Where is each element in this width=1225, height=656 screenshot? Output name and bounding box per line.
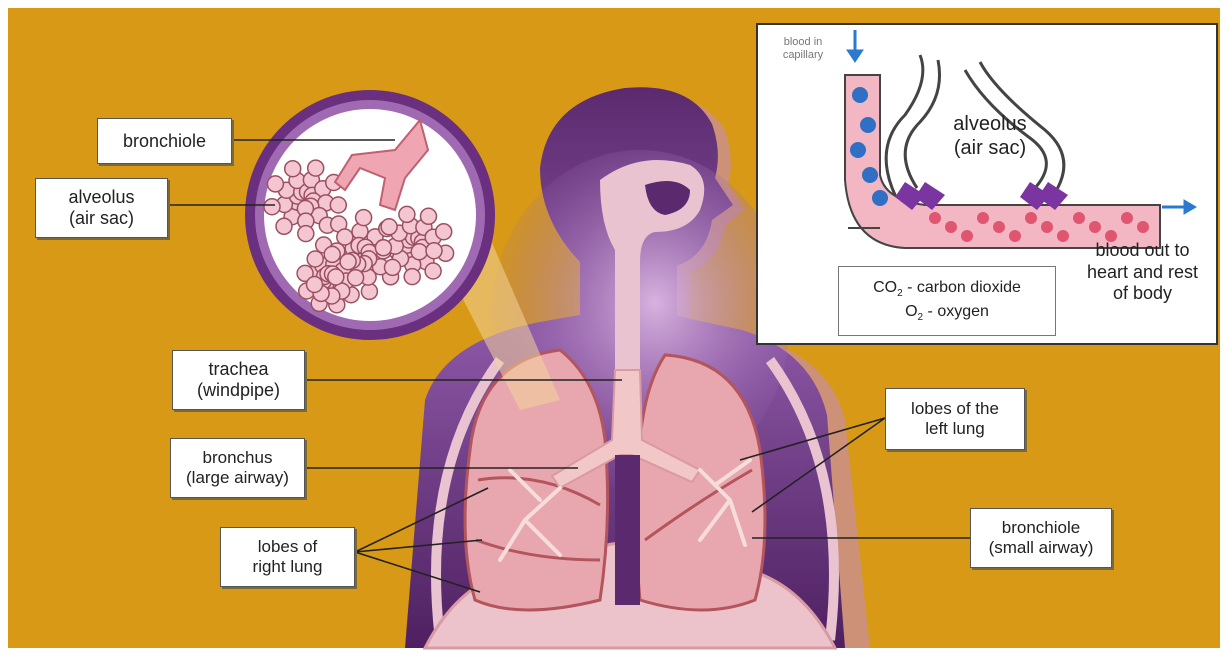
o2-description: - oxygen	[923, 303, 989, 320]
oxygenated-blood-cell	[1041, 221, 1053, 233]
inset-line: of body	[1070, 283, 1215, 305]
oxygenated-blood-cell	[1057, 230, 1069, 242]
inset-line: alveolus	[935, 112, 1045, 136]
inset-alveolus-label: alveolus (air sac)	[935, 112, 1045, 160]
oxygenated-blood-cell	[993, 221, 1005, 233]
label-text: bronchiole	[123, 131, 206, 152]
inset-line: blood in	[768, 36, 838, 49]
alveolus-sac	[411, 244, 427, 260]
alveolus-sac	[328, 269, 344, 285]
deoxygenated-blood-cell	[860, 117, 876, 133]
alveolus-sac	[307, 277, 323, 293]
alveolus-sac	[399, 206, 415, 222]
legend-o2: O2 - oxygen	[905, 301, 989, 325]
inset-line: heart and rest	[1070, 262, 1215, 284]
alveolus-sac	[421, 208, 437, 224]
label-line: (air sac)	[69, 208, 134, 229]
alveolus-sac	[337, 229, 353, 245]
alveolus-sac	[348, 270, 364, 286]
alveolus-sac	[324, 246, 340, 262]
label-line: bronchus	[203, 448, 273, 468]
heart-notch	[615, 455, 640, 605]
alveolus-sac	[285, 161, 301, 177]
inset-line: capillary	[768, 49, 838, 62]
alveolus-sac	[267, 176, 283, 192]
inset-blood-in-label: blood in capillary	[768, 36, 838, 62]
label-line: (windpipe)	[197, 380, 280, 401]
label-bronchus: bronchus (large airway)	[170, 438, 305, 498]
label-bronchiole-right: bronchiole (small airway)	[970, 508, 1112, 568]
inset-line: (air sac)	[935, 136, 1045, 160]
alveolus-sac	[356, 210, 372, 226]
oxygenated-blood-cell	[977, 212, 989, 224]
label-line: (small airway)	[989, 538, 1094, 558]
alveolus-sac	[375, 240, 391, 256]
alveolus-sac	[361, 283, 377, 299]
alveolus-sac	[385, 259, 401, 275]
label-line: alveolus	[68, 187, 134, 208]
oxygenated-blood-cell	[1121, 212, 1133, 224]
alveolus-sac	[426, 243, 442, 259]
label-lobes-right-lung: lobes of right lung	[220, 527, 355, 587]
alveolus-sac	[308, 160, 324, 176]
label-line: trachea	[208, 359, 268, 380]
deoxygenated-blood-cell	[872, 190, 888, 206]
oxygenated-blood-cell	[1025, 212, 1037, 224]
label-alveolus: alveolus (air sac)	[35, 178, 168, 238]
alveolus-sac	[264, 199, 280, 215]
alveolus-sac	[425, 263, 441, 279]
oxygenated-blood-cell	[1089, 221, 1101, 233]
alveolus-sac	[436, 224, 452, 240]
inset-blood-out-label: blood out to heart and rest of body	[1070, 240, 1215, 305]
oxygenated-blood-cell	[1137, 221, 1149, 233]
label-bronchiole-top: bronchiole	[97, 118, 232, 164]
label-line: left lung	[925, 419, 985, 439]
alveolus-sac	[381, 219, 397, 235]
label-trachea: trachea (windpipe)	[172, 350, 305, 410]
gas-legend-box: CO2 - carbon dioxide O2 - oxygen	[838, 266, 1056, 336]
label-line: lobes of the	[911, 399, 999, 419]
label-line: right lung	[253, 557, 323, 577]
alveolus-sac	[404, 269, 420, 285]
o2-formula: O	[905, 303, 917, 320]
oxygenated-blood-cell	[961, 230, 973, 242]
label-line: lobes of	[258, 537, 318, 557]
label-line: (large airway)	[186, 468, 289, 488]
alveolus-sac	[340, 254, 356, 270]
co2-formula: CO	[873, 279, 897, 296]
alveolus-sac	[276, 218, 292, 234]
co2-description: - carbon dioxide	[903, 279, 1021, 296]
label-line: bronchiole	[1002, 518, 1080, 538]
legend-co2: CO2 - carbon dioxide	[873, 277, 1021, 301]
inset-line: blood out to	[1070, 240, 1215, 262]
alveolus-sac	[330, 197, 346, 213]
alveolus-sac	[307, 251, 323, 267]
label-lobes-left-lung: lobes of the left lung	[885, 388, 1025, 450]
deoxygenated-blood-cell	[850, 142, 866, 158]
deoxygenated-blood-cell	[852, 87, 868, 103]
oxygenated-blood-cell	[929, 212, 941, 224]
alveolus-sac	[298, 226, 314, 242]
oxygenated-blood-cell	[945, 221, 957, 233]
oxygenated-blood-cell	[1009, 230, 1021, 242]
oxygenated-blood-cell	[1073, 212, 1085, 224]
deoxygenated-blood-cell	[862, 167, 878, 183]
